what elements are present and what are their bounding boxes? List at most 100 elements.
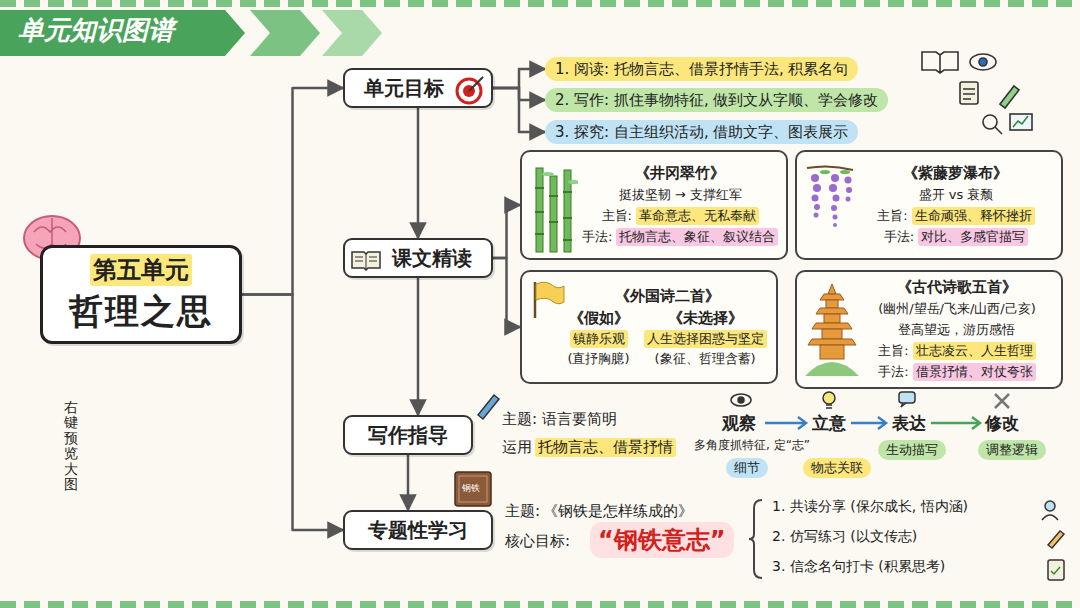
- bamboo-picture: [530, 166, 578, 254]
- text: 《古代诗歌五首》: [897, 278, 1017, 297]
- node-box: 《紫藤萝瀑布》盛开 vs 衰颓主旨:生命顽强、释怀挫折手法:对比、多感官描写: [795, 150, 1063, 260]
- node-box: 第五单元哲理之思: [40, 245, 242, 344]
- text: 调整逻辑: [986, 441, 1038, 459]
- title-banner: [0, 10, 245, 56]
- connector: [242, 295, 343, 531]
- text: 对比、多感官描写: [918, 228, 1028, 246]
- node-box: 调整逻辑: [978, 440, 1046, 460]
- text: 手法:: [582, 228, 612, 246]
- node-box: 物志关联: [803, 458, 871, 478]
- text: 物志关联: [811, 459, 863, 477]
- text: (直抒胸臆): [567, 350, 629, 368]
- text: 生命顽强、释怀挫折: [912, 207, 1035, 225]
- label-row: 多角度抓特征, 定“志”: [694, 437, 810, 454]
- wisteria-picture: [805, 164, 855, 250]
- label-row: 运用托物言志、借景抒情: [502, 438, 676, 457]
- text: 镇静乐观: [570, 330, 628, 348]
- text: 写作指导: [368, 422, 448, 449]
- text: (象征、哲理含蓄): [655, 350, 756, 368]
- flow-arrows: [765, 417, 980, 429]
- text: 《未选择》: [668, 309, 743, 328]
- chevron: [250, 10, 320, 56]
- bottom-border: [0, 601, 1080, 608]
- label: 运用: [502, 438, 532, 457]
- label-row: 主题:《钢铁是怎样练成的》: [505, 502, 693, 521]
- node-box: 生动描写: [878, 440, 946, 460]
- text: 主旨:: [602, 207, 632, 225]
- label-row: 2. 仿写练习 (以文传志): [772, 528, 917, 546]
- text: 专题性学习: [368, 517, 468, 544]
- node-box: 写作指导: [343, 415, 473, 455]
- text: “钢铁意志”: [598, 524, 726, 556]
- text: 主旨:: [877, 207, 907, 225]
- connector: [493, 258, 520, 327]
- label-row: 表达: [892, 412, 926, 435]
- label-row: 立意: [812, 412, 846, 435]
- text: 《井冈翠竹》: [635, 164, 725, 183]
- chevron: [322, 10, 382, 56]
- label: 2. 仿写练习 (以文传志): [772, 528, 917, 546]
- label-row: 钢铁: [462, 482, 480, 495]
- text: 课文精读: [392, 245, 472, 272]
- node-box: 《古代诗歌五首》(幽州/望岳/飞来/山西/己亥)登高望远，游历感悟主旨:壮志凌云…: [795, 270, 1063, 389]
- text: 革命意志、无私奉献: [636, 207, 759, 225]
- node-box: 细节: [726, 458, 768, 478]
- text: 细节: [734, 459, 760, 477]
- connector: [417, 108, 420, 238]
- text: 1. 阅读: 托物言志、借景抒情手法, 积累名句: [555, 60, 848, 79]
- node-box: 3. 探究: 自主组织活动, 借助文字、图表展示: [545, 120, 858, 144]
- label: 主题: 语言要简明: [502, 410, 617, 429]
- text: 人生选择困惑与坚定: [644, 330, 767, 348]
- text: 生动描写: [886, 441, 938, 459]
- label-row: 核心目标:: [505, 532, 570, 551]
- text: 第五单元: [90, 254, 192, 286]
- label: 托物言志、借景抒情: [535, 438, 676, 457]
- node-box: 《井冈翠竹》挺拔坚韧 → 支撑红军主旨:革命意志、无私奉献手法:托物言志、象征、…: [520, 150, 788, 260]
- label-row: 主题: 语言要简明: [502, 410, 617, 429]
- text: 主旨:: [878, 342, 908, 360]
- node-box: 专题性学习: [343, 510, 493, 550]
- node-box: 《外国诗二首》《假如》镇静乐观 (直抒胸臆) 《未选择》人生选择困惑与坚定 (象征、哲…: [520, 270, 778, 384]
- label: 修改: [985, 412, 1019, 435]
- label-row: 修改: [985, 412, 1019, 435]
- node-box: 2. 写作: 抓住事物特征, 做到文从字顺、学会修改: [545, 88, 888, 112]
- connector: [493, 205, 520, 258]
- text: 托物言志、象征、叙议结合: [616, 228, 778, 246]
- label: 核心目标:: [505, 532, 570, 551]
- text: 手法:: [884, 228, 914, 246]
- node-box: 单元目标: [343, 68, 493, 108]
- diagram-title: 单元知识图谱: [18, 13, 174, 48]
- text: 《紫藤萝瀑布》: [903, 164, 1008, 183]
- text: 哲理之思: [69, 289, 213, 335]
- label: 观察: [722, 412, 756, 435]
- text: 《假如》: [569, 309, 629, 328]
- connector: [493, 88, 545, 132]
- pagoda-picture: [805, 282, 859, 378]
- flag-picture: [530, 280, 566, 320]
- text: 3. 探究: 自主组织活动, 借助文字、图表展示: [555, 123, 848, 142]
- connector: [417, 278, 420, 415]
- label: 钢铁: [462, 482, 480, 495]
- label: 多角度抓特征, 定“志”: [694, 437, 810, 454]
- label: 1. 共读分享 (保尔成长, 悟内涵): [772, 498, 968, 516]
- label-row: 右键预览大图: [64, 400, 78, 492]
- label: 《钢铁是怎样练成的》: [543, 502, 693, 521]
- node-box: 1. 阅读: 托物言志、借景抒情手法, 积累名句: [545, 57, 858, 81]
- top-border: [0, 0, 1080, 7]
- text: 借景抒情、对仗夸张: [913, 363, 1036, 381]
- label: 主题:: [505, 502, 540, 521]
- label: 立意: [812, 412, 846, 435]
- text: 《外国诗二首》: [615, 287, 720, 306]
- steel-book-icon: [455, 472, 491, 506]
- label: 右键预览大图: [64, 400, 78, 492]
- text: 登高望远，游历感悟: [898, 321, 1015, 339]
- text: 挺拔坚韧 → 支撑红军: [619, 186, 742, 204]
- bracket: [749, 500, 762, 578]
- target-icon: [455, 75, 485, 105]
- goal-icons: [922, 52, 1032, 134]
- text: (幽州/望岳/飞来/山西/己亥): [878, 300, 1036, 318]
- text: 2. 写作: 抓住事物特征, 做到文从字顺、学会修改: [555, 91, 878, 110]
- node-box: “钢铁意志”: [590, 522, 734, 558]
- connector: [493, 69, 545, 88]
- text: 手法:: [878, 363, 908, 381]
